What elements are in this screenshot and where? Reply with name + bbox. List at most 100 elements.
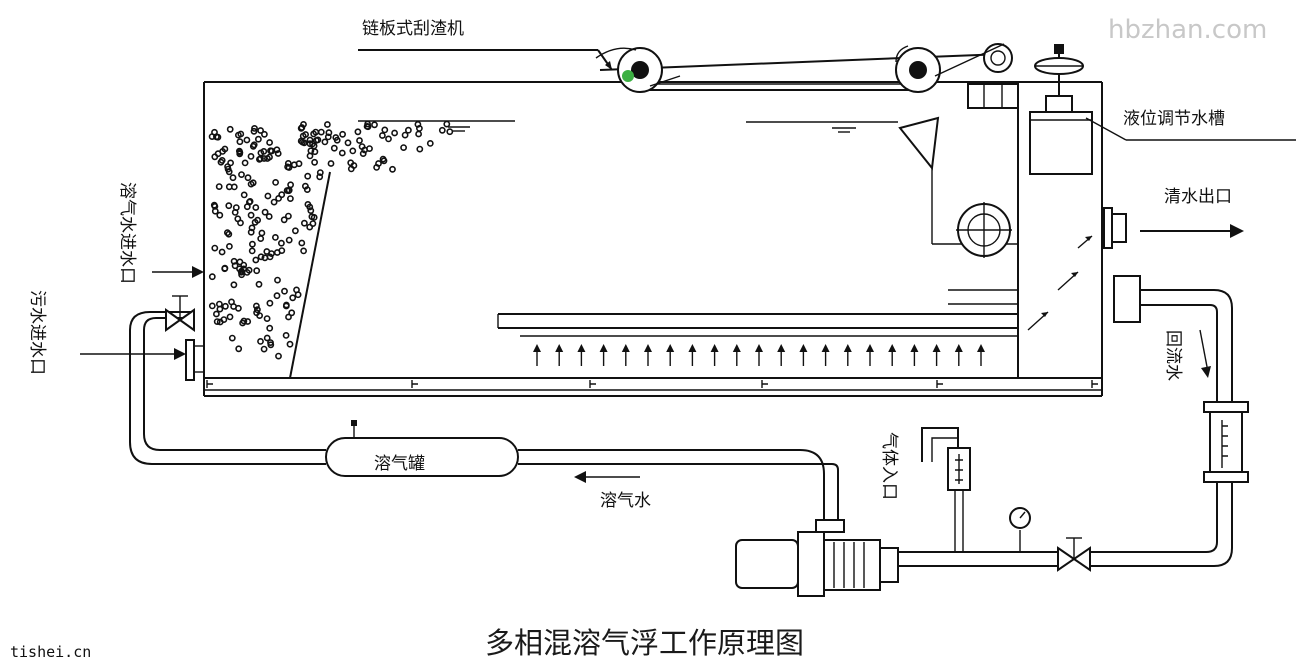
bubble — [257, 235, 265, 242]
bubble — [253, 306, 261, 314]
release-distributor — [497, 289, 1018, 337]
bubble — [248, 247, 256, 255]
bubble — [286, 195, 294, 202]
bubble — [285, 313, 292, 321]
upflow-arrows — [533, 344, 985, 366]
bubble — [216, 305, 224, 313]
bubble — [267, 341, 275, 349]
bubble — [230, 281, 238, 289]
flowmeter-icon — [1203, 401, 1249, 483]
bubble — [277, 239, 285, 247]
bubble — [415, 124, 423, 132]
bubble — [391, 129, 398, 137]
bubble — [225, 242, 233, 250]
bubble — [231, 262, 239, 270]
bubble — [272, 178, 279, 186]
bubble — [238, 271, 245, 279]
pump-motor-icon — [735, 519, 899, 597]
bubble — [363, 123, 371, 130]
upflow-arrow-head — [799, 344, 808, 352]
bubble — [208, 133, 216, 140]
bubble — [257, 337, 264, 345]
bubble — [304, 172, 312, 180]
bubble — [218, 156, 226, 164]
bubble — [300, 247, 307, 255]
bubble — [248, 240, 256, 248]
upflow-arrow-head — [555, 344, 564, 352]
bubble — [250, 141, 258, 149]
bubble — [268, 250, 275, 257]
bubble — [238, 267, 245, 275]
bubble — [316, 173, 324, 181]
bubble — [298, 239, 306, 247]
bubble — [229, 174, 237, 182]
bubble — [215, 183, 223, 190]
bubble — [234, 131, 242, 139]
bubble — [338, 149, 346, 157]
upflow-arrow-head — [732, 344, 741, 352]
bubble — [263, 155, 271, 162]
bubble — [244, 318, 252, 325]
label-reflux: 回流水 — [1163, 330, 1183, 381]
bubble — [221, 264, 229, 272]
bubble — [212, 310, 220, 318]
bubble — [344, 139, 352, 147]
bubble — [273, 146, 281, 154]
bubble — [211, 244, 219, 252]
bubble — [260, 345, 268, 353]
bubble — [226, 125, 234, 133]
upflow-arrow-head — [977, 344, 985, 352]
bubble — [310, 142, 318, 150]
bubble — [235, 345, 243, 353]
bubble — [248, 224, 256, 232]
bubble — [302, 131, 309, 138]
bubble — [263, 315, 271, 322]
label-dissolved-inlet: 溶气水进水口 — [117, 182, 137, 284]
upflow-arrow-head — [710, 344, 719, 352]
label-sewage-inlet: 污水进水口 — [27, 290, 47, 375]
upflow-arrow-head — [932, 344, 941, 352]
bubble — [250, 127, 258, 135]
bubble — [264, 192, 272, 200]
bubble — [237, 219, 244, 227]
dissolved-water-return-pipe — [129, 295, 326, 465]
bubble — [289, 294, 297, 302]
bubble — [304, 200, 312, 208]
bubble — [243, 136, 251, 144]
inlet-arrows — [80, 266, 204, 360]
bubble — [260, 130, 268, 138]
bubble — [247, 211, 255, 219]
upflow-arrow-head — [821, 344, 830, 352]
bubble — [208, 302, 216, 310]
bubble — [236, 138, 244, 146]
bubble — [401, 131, 409, 139]
bubble — [252, 204, 260, 211]
bubble — [251, 124, 258, 132]
bubble — [244, 174, 252, 182]
drive-motor-icon — [934, 43, 1019, 109]
bubble — [263, 334, 271, 342]
bubble — [354, 128, 362, 136]
bubble — [261, 208, 269, 216]
label-gas-inlet: 气体入口 — [879, 432, 899, 500]
bubble — [211, 207, 219, 215]
bubble — [316, 169, 324, 176]
bubble — [220, 316, 228, 323]
bubble — [243, 203, 251, 211]
bubble — [284, 159, 292, 167]
bubble — [381, 126, 389, 134]
bubble — [282, 302, 290, 310]
label-level-tank: 液位调节水槽 — [1123, 109, 1225, 129]
bubble — [249, 179, 257, 187]
pressure-gauge-icon — [1009, 507, 1031, 552]
bubble — [314, 136, 322, 144]
diagram-title: 多相混溶气浮工作原理图 — [485, 626, 804, 660]
bubble — [356, 137, 363, 144]
bubble — [283, 187, 291, 194]
label-clear-outlet: 清水出口 — [1164, 187, 1232, 207]
bubble — [321, 138, 329, 146]
bubble — [245, 266, 253, 274]
observation-port — [956, 202, 1012, 258]
bubble — [252, 256, 260, 264]
bubble — [240, 191, 248, 199]
